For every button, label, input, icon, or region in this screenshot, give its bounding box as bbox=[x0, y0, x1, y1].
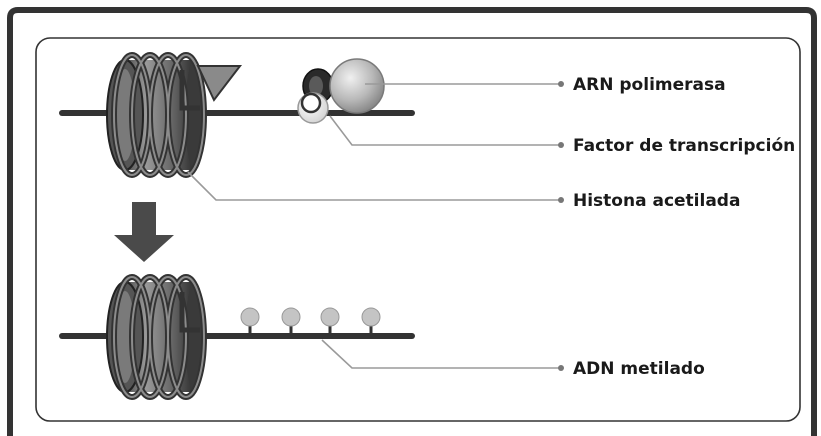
label-acetylated-histone: Histona acetilada bbox=[573, 191, 740, 211]
leader-dot-transcription-factor bbox=[558, 142, 564, 148]
label-methylated-dna: ADN metilado bbox=[573, 359, 705, 379]
nucleosome-top bbox=[106, 52, 207, 178]
methyl-group bbox=[281, 307, 301, 336]
nucleosome-bottom bbox=[106, 274, 207, 400]
rna-polymerase-complex bbox=[297, 58, 385, 124]
methyl-group bbox=[361, 307, 381, 336]
acetyl-group-triangle bbox=[196, 65, 243, 102]
methyl-group bbox=[240, 307, 260, 336]
leader-dot-methylated-dna bbox=[558, 365, 564, 371]
leader-lines-top bbox=[187, 83, 560, 201]
methyl-groups bbox=[240, 307, 381, 336]
leader-dot-rna-polymerase bbox=[558, 81, 564, 87]
label-rna-polymerase: ARN polimerasa bbox=[573, 75, 726, 95]
methyl-group bbox=[320, 307, 340, 336]
label-transcription-factor: Factor de transcripción bbox=[573, 136, 795, 156]
silenced-chromatin-panel: ADN metilado bbox=[59, 274, 705, 400]
outer-frame bbox=[7, 7, 817, 436]
rna-polymerase bbox=[329, 58, 385, 114]
active-chromatin-panel: ARN polimerasa Factor de transcripción H… bbox=[59, 52, 795, 211]
leader-dot-acetylated-histone bbox=[558, 197, 564, 203]
down-arrow bbox=[114, 202, 174, 262]
leader-line-methylated-dna bbox=[321, 339, 560, 369]
inner-panel bbox=[35, 37, 801, 422]
